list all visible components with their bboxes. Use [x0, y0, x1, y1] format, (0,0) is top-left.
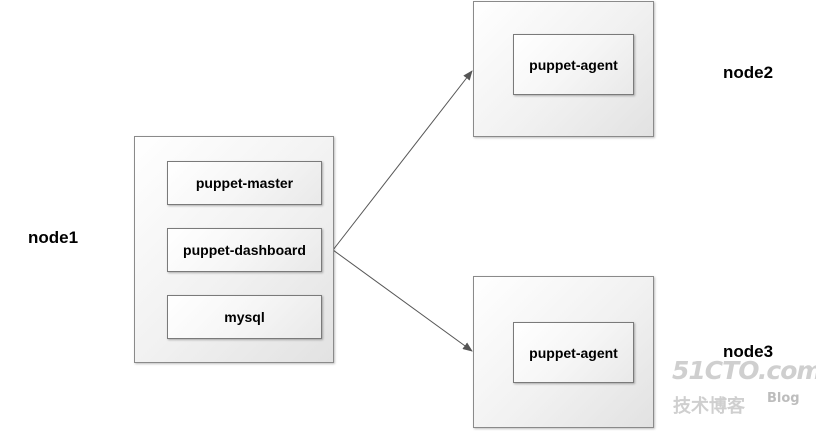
watermark-blog: Blog — [767, 391, 800, 406]
node2-puppet-agent-service: puppet-agent — [513, 34, 634, 95]
arrow-node1-to-node3 — [332, 249, 473, 352]
puppet-dashboard-service: puppet-dashboard — [167, 228, 322, 272]
node3-puppet-agent-service: puppet-agent — [513, 322, 634, 383]
node1-label: node1 — [28, 228, 79, 247]
node3-label: node3 — [723, 342, 774, 361]
watermark-chinese: 技术博客 — [673, 396, 745, 417]
arrow-node1-to-node2 — [332, 70, 473, 251]
node2-label: node2 — [723, 63, 774, 82]
puppet-master-service: puppet-master — [167, 161, 322, 205]
watermark-site: 51CTO.com — [672, 356, 816, 385]
mysql-service: mysql — [167, 295, 322, 339]
